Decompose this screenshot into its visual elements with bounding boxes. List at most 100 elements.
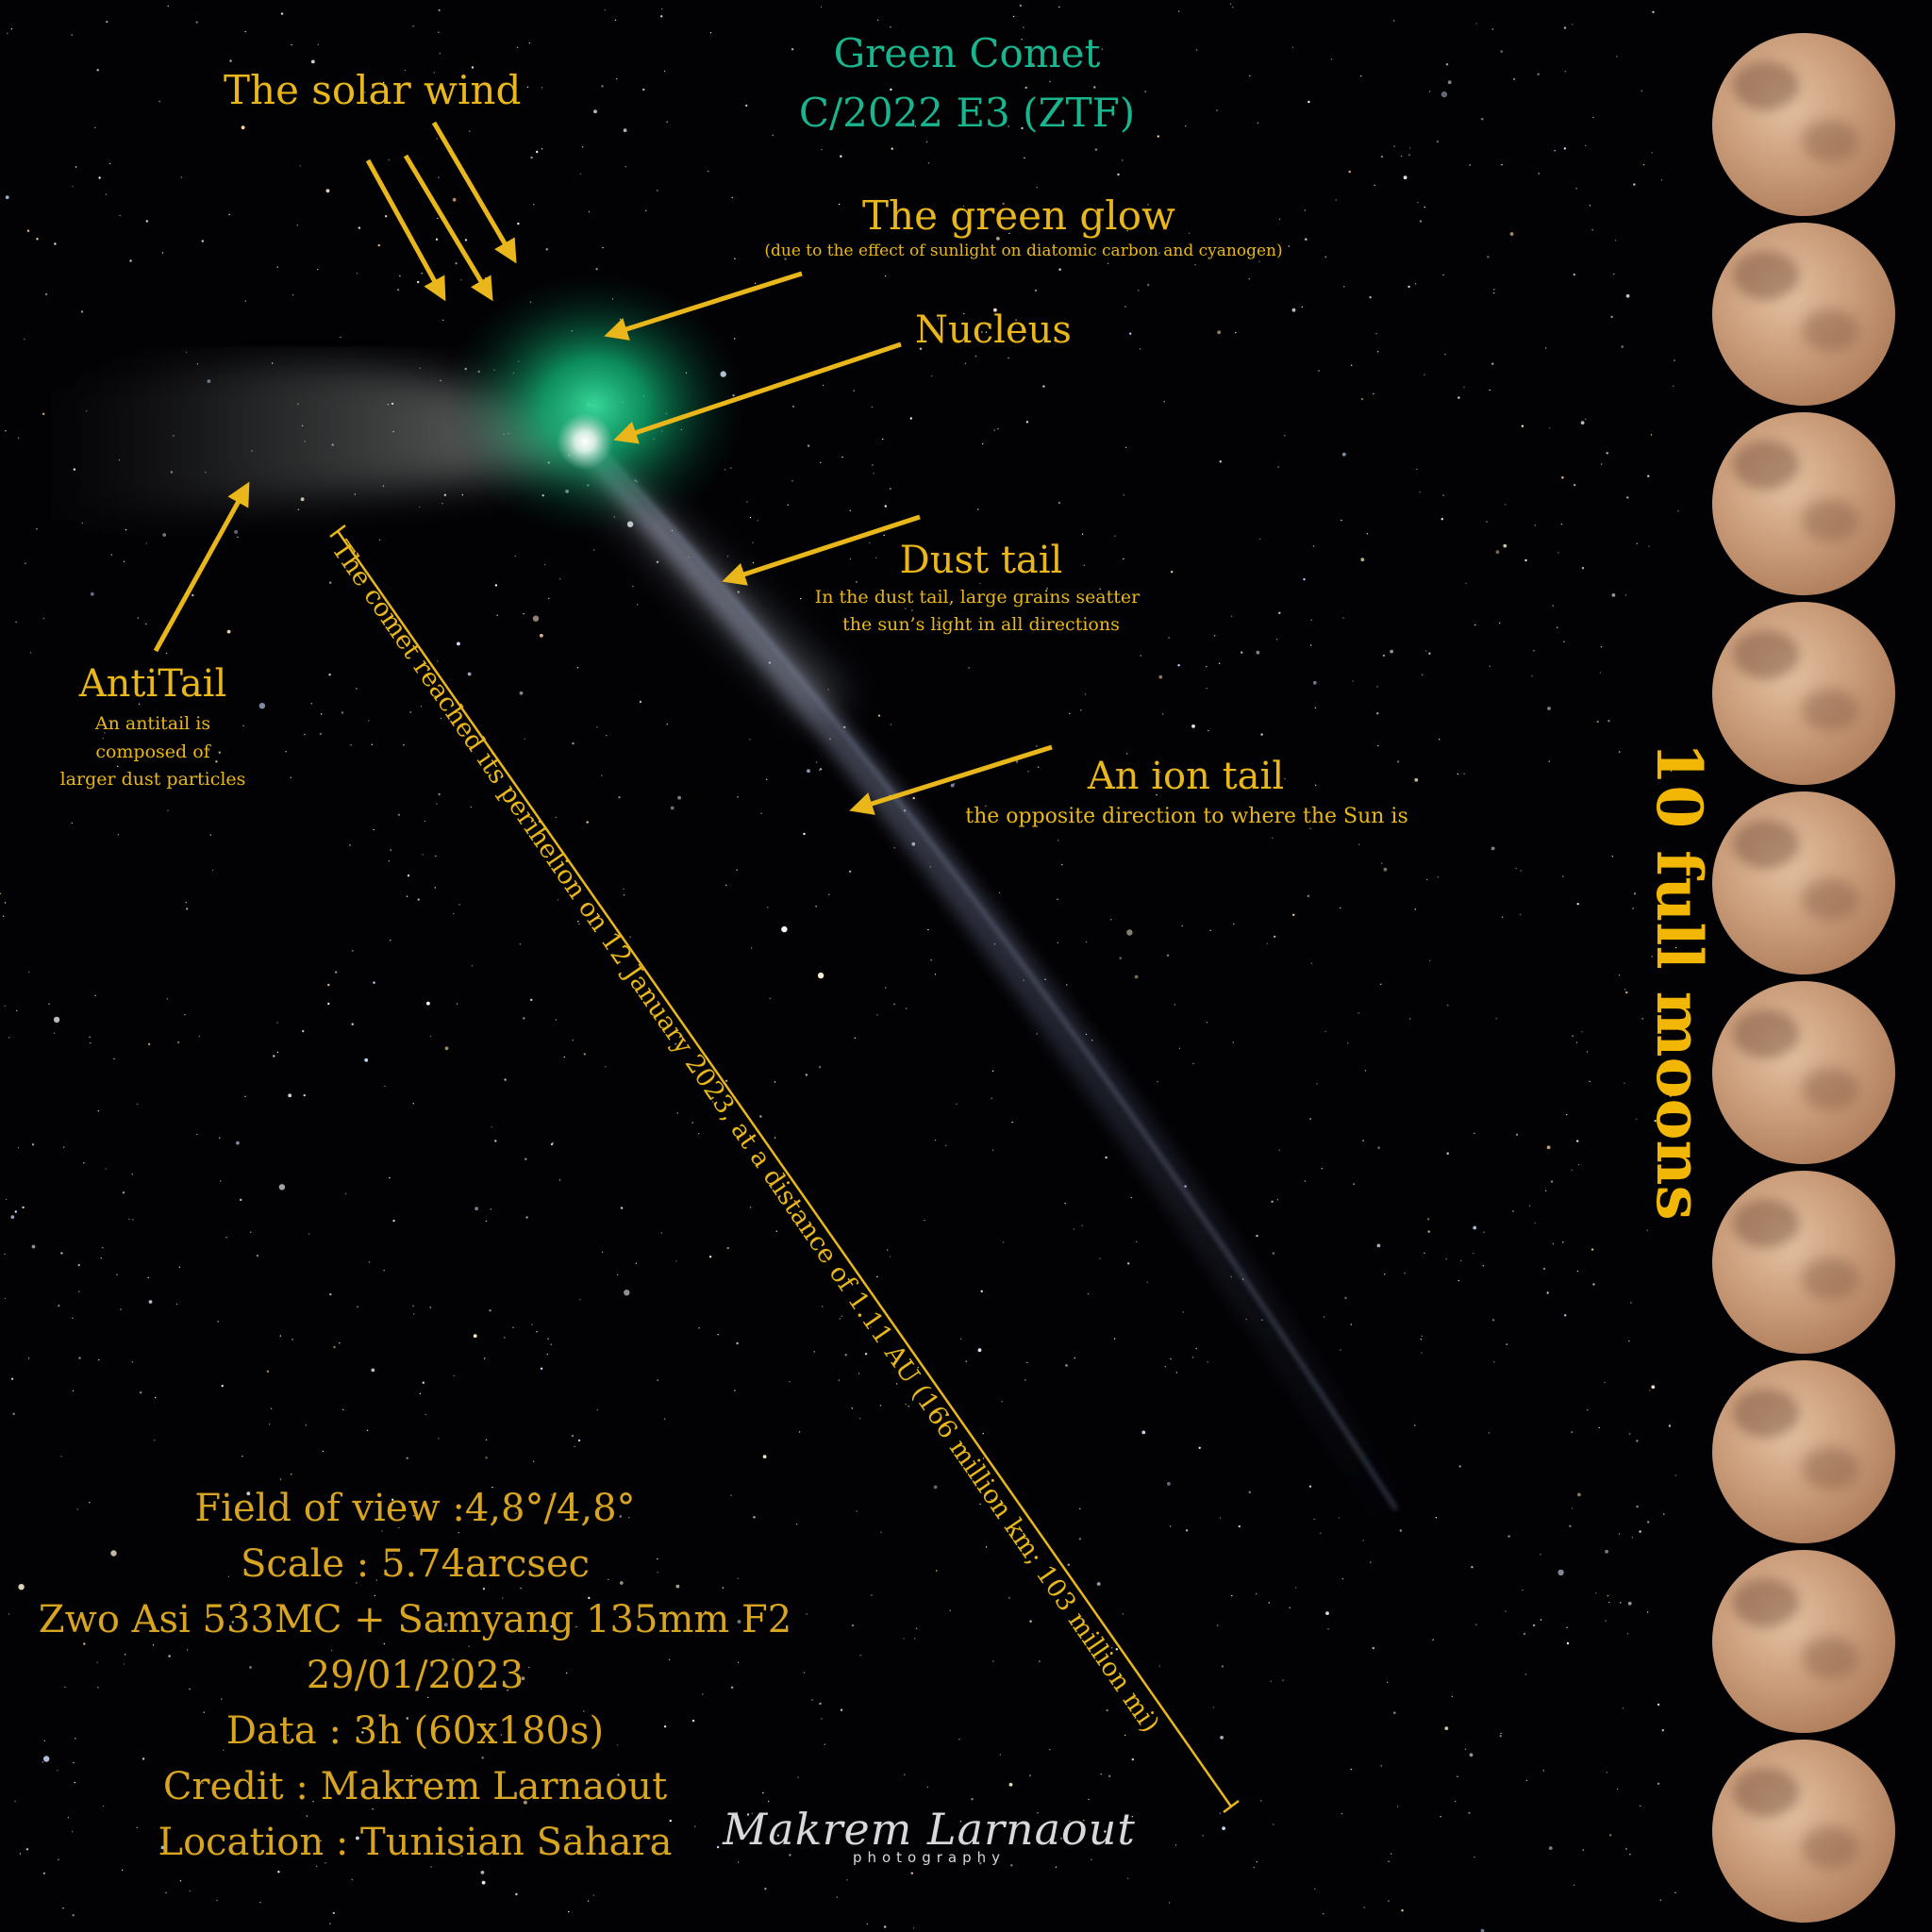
- star: [798, 1431, 801, 1433]
- star: [1501, 916, 1504, 918]
- star: [125, 528, 127, 531]
- star: [1571, 1431, 1573, 1433]
- star: [974, 355, 977, 358]
- star: [1546, 1145, 1551, 1150]
- star: [1409, 147, 1411, 149]
- star: [1600, 646, 1603, 648]
- star: [1013, 15, 1015, 18]
- star: [1577, 1163, 1580, 1166]
- star: [817, 972, 824, 979]
- star: [1216, 109, 1218, 111]
- star: [67, 1817, 70, 1819]
- star: [1562, 1241, 1564, 1243]
- star: [1081, 533, 1084, 535]
- star: [1436, 140, 1440, 143]
- star: [819, 768, 823, 771]
- star: [186, 908, 189, 910]
- star: [1457, 396, 1460, 399]
- star: [349, 844, 351, 846]
- full-moon: [1712, 33, 1895, 216]
- star: [1564, 71, 1566, 73]
- star: [168, 1655, 171, 1657]
- star: [1004, 49, 1006, 51]
- star: [1399, 1529, 1403, 1532]
- star: [1295, 1587, 1297, 1589]
- star: [1083, 564, 1086, 566]
- star: [184, 1014, 186, 1016]
- star: [316, 268, 319, 271]
- star: [1521, 425, 1524, 427]
- star: [404, 69, 407, 72]
- star: [1167, 1482, 1171, 1486]
- star: [813, 1351, 815, 1353]
- star: [471, 66, 475, 69]
- star: [694, 1825, 696, 1827]
- green-glow-arrow: [604, 271, 803, 341]
- star: [327, 983, 330, 987]
- star: [1335, 199, 1337, 201]
- star: [1600, 463, 1603, 465]
- star: [1036, 745, 1038, 747]
- star: [421, 273, 423, 275]
- star: [930, 959, 932, 961]
- full-moon: [1712, 412, 1895, 595]
- star: [1171, 571, 1174, 574]
- star: [848, 870, 852, 873]
- star: [356, 273, 358, 275]
- star: [1364, 1070, 1367, 1072]
- star: [412, 1305, 414, 1307]
- star: [523, 1017, 525, 1020]
- star: [72, 1914, 75, 1917]
- star: [1230, 615, 1233, 618]
- star: [413, 1515, 415, 1517]
- star: [762, 1455, 767, 1458]
- star: [536, 1565, 539, 1567]
- star: [96, 69, 99, 72]
- star: [437, 660, 439, 662]
- star: [550, 1343, 552, 1345]
- star: [209, 834, 212, 836]
- star: [1489, 665, 1491, 667]
- star: [1341, 452, 1346, 457]
- star: [959, 1821, 962, 1823]
- star: [390, 940, 391, 941]
- star: [1124, 306, 1126, 308]
- star: [1260, 733, 1263, 736]
- star: [242, 724, 244, 726]
- star: [734, 258, 736, 259]
- star: [1111, 1647, 1113, 1649]
- star: [1441, 518, 1444, 521]
- star: [167, 5, 169, 8]
- star: [1589, 1080, 1591, 1083]
- star: [1566, 1113, 1568, 1116]
- star: [820, 461, 822, 464]
- star: [1010, 1864, 1013, 1867]
- star: [1256, 650, 1260, 655]
- star: [1622, 1707, 1624, 1709]
- star: [256, 1254, 259, 1257]
- star: [1235, 331, 1237, 334]
- star: [320, 1840, 322, 1842]
- star: [789, 1380, 791, 1383]
- full-moon: [1712, 791, 1895, 974]
- star: [1157, 135, 1160, 138]
- star: [876, 1275, 878, 1278]
- star: [927, 162, 930, 164]
- star: [772, 134, 774, 137]
- star: [571, 1434, 575, 1438]
- star: [458, 1531, 459, 1534]
- star: [1058, 268, 1061, 271]
- star: [614, 19, 617, 21]
- star: [1376, 351, 1379, 353]
- star: [999, 1754, 1002, 1756]
- star: [138, 703, 141, 705]
- star: [760, 812, 762, 814]
- star: [1039, 1660, 1041, 1662]
- star: [1542, 1770, 1545, 1772]
- star: [1586, 1051, 1589, 1053]
- star: [880, 1531, 882, 1533]
- star: [1064, 1202, 1066, 1205]
- star: [749, 516, 752, 519]
- star: [1166, 954, 1170, 957]
- star: [1338, 1517, 1341, 1519]
